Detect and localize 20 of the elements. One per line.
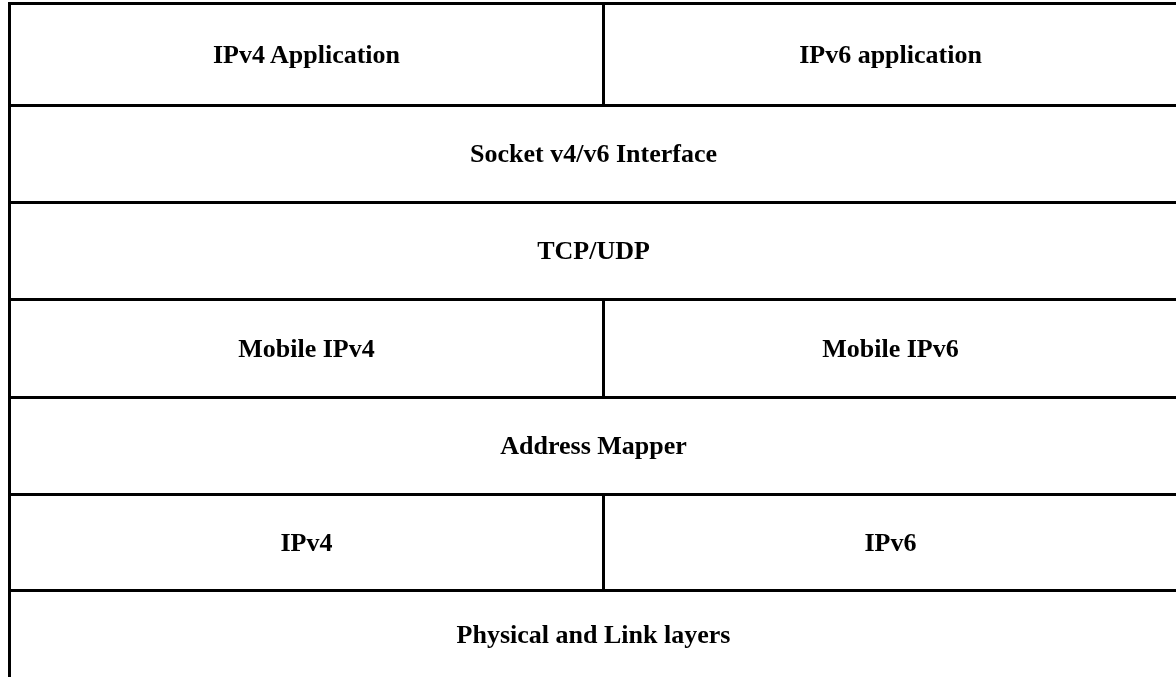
layer-label: IPv6	[864, 527, 917, 558]
layer-label: TCP/UDP	[537, 236, 650, 266]
layer-box	[602, 298, 1176, 396]
layer-label: Physical and Link layers	[456, 619, 731, 650]
layer-box	[8, 493, 602, 589]
layer-box	[602, 2, 1176, 104]
layer-label: Mobile IPv6	[822, 333, 959, 364]
layer-label: IPv4 Application	[212, 39, 401, 70]
layer-label: IPv4	[280, 527, 333, 558]
layer-box	[8, 2, 602, 104]
layer-label: Mobile IPv4	[238, 333, 375, 364]
layer-label: Socket v4/v6 Interface	[470, 139, 717, 169]
layer-box	[8, 589, 1176, 677]
layer-box	[8, 201, 1176, 298]
layer-box	[8, 298, 602, 396]
layer-label: IPv6 application	[799, 39, 982, 70]
layer-box	[602, 493, 1176, 589]
layer-box	[8, 396, 1176, 493]
layer-box	[8, 104, 1176, 201]
layer-label: Address Mapper	[500, 431, 687, 461]
